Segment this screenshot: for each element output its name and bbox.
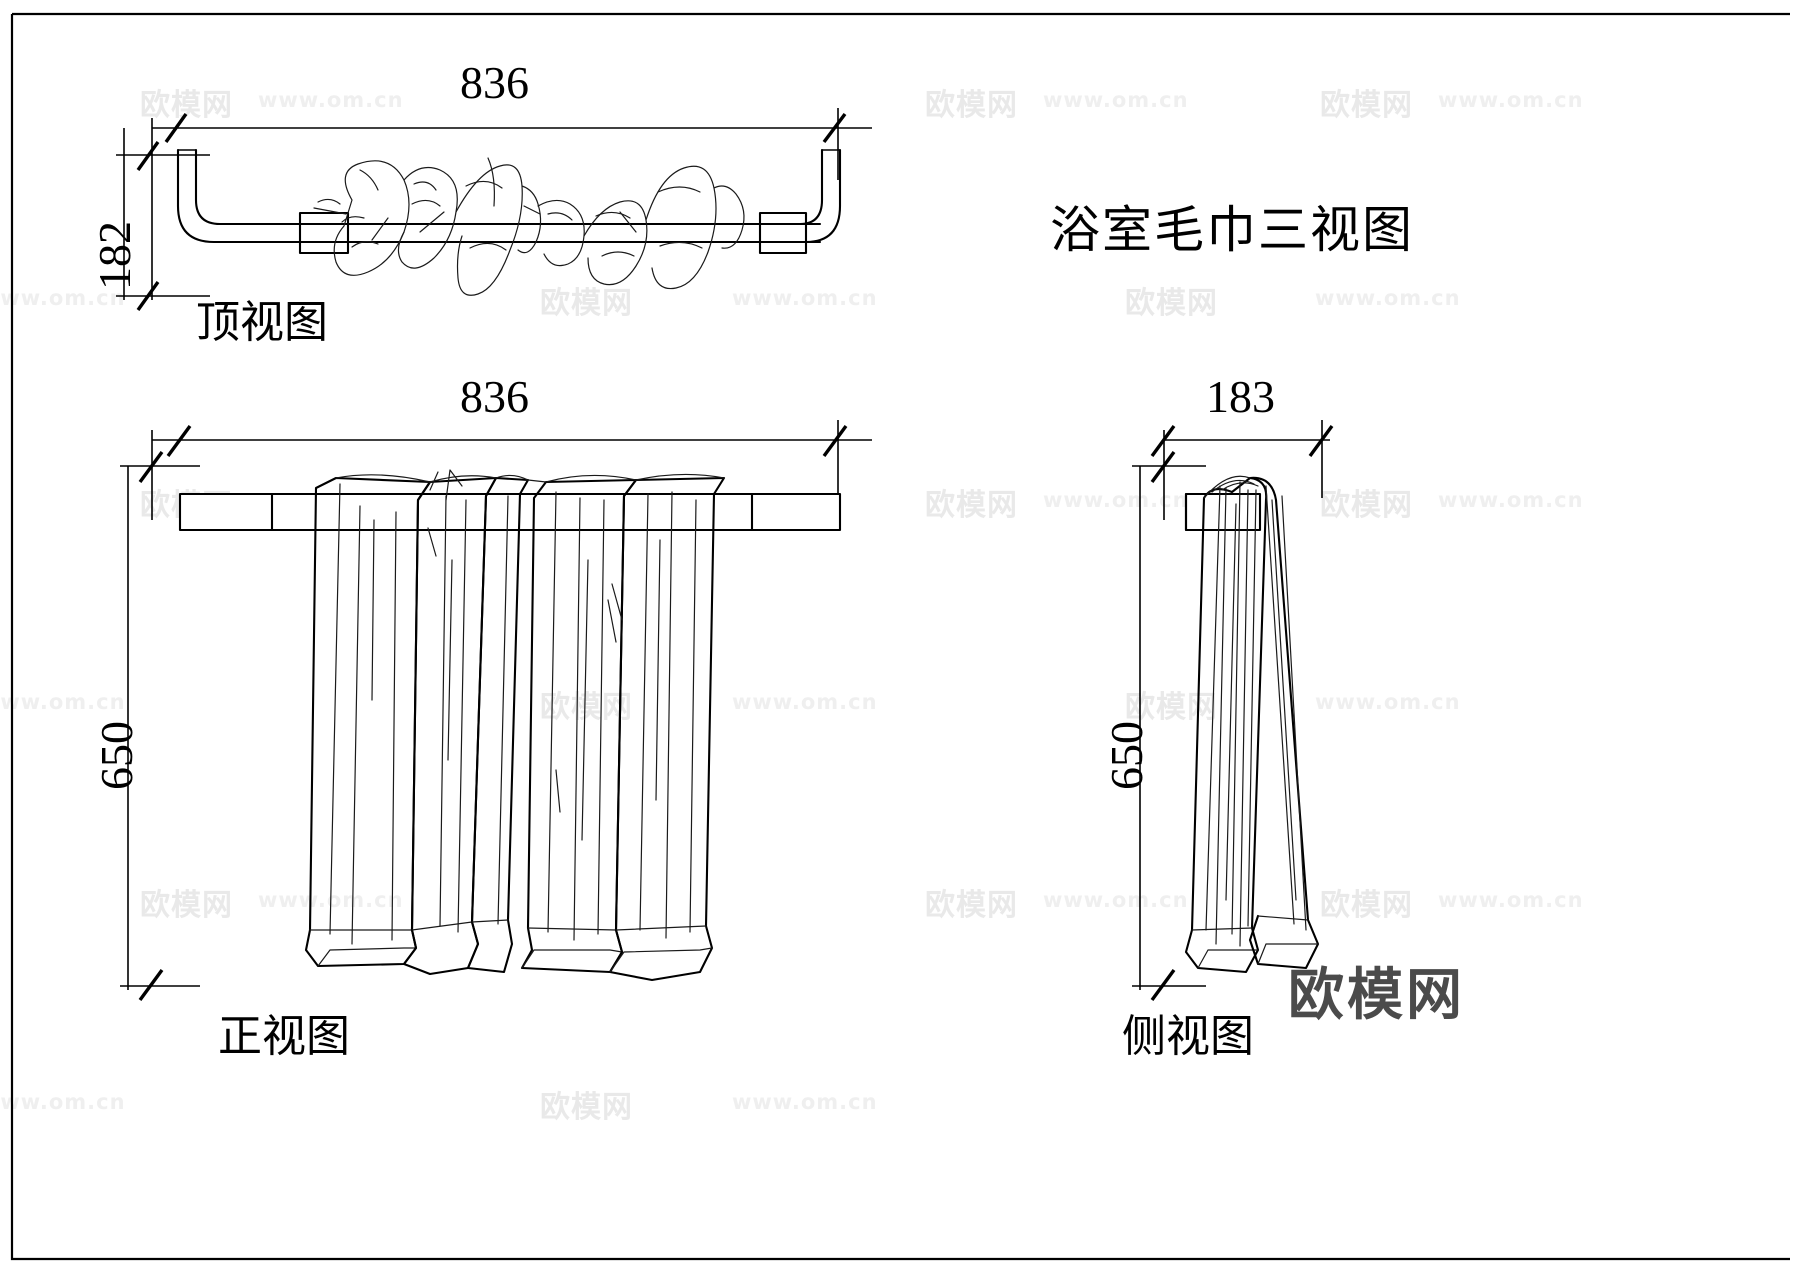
front-view-height-dimension [120,450,200,1002]
side-view-geometry [1132,420,1334,1002]
front-view-height-value: 650 [91,721,142,790]
top-view-geometry [116,108,872,311]
side-view-height-value: 650 [1101,721,1152,790]
top-view-label: 顶视图 [196,297,328,348]
watermark-brand-large: 欧模网 [1288,963,1465,1028]
side-view-width-dimension [1150,420,1334,520]
top-view-towel-folds [313,157,745,296]
top-view-towel-bar [176,148,842,255]
top-view-width-value: 836 [460,57,529,108]
side-view-width-value: 183 [1206,371,1275,422]
front-view-label: 正视图 [218,1011,350,1062]
side-view-towel-bar [1184,492,1262,532]
front-view-width-value: 836 [460,371,529,422]
side-view-height-dimension [1132,450,1206,1002]
front-view-towel-bar [178,492,842,532]
front-view-towels [304,469,726,982]
drawing-title: 浴室毛巾三视图 [1050,201,1414,259]
side-view-towels [1184,475,1320,974]
page-border [10,12,1790,1261]
top-view-width-dimension [151,108,872,300]
front-view-width-dimension [151,420,872,520]
top-view-depth-value: 182 [89,221,140,290]
side-view-label: 侧视图 [1122,1011,1254,1062]
front-view-geometry [120,420,872,1002]
top-view-depth-dimension [116,128,210,311]
